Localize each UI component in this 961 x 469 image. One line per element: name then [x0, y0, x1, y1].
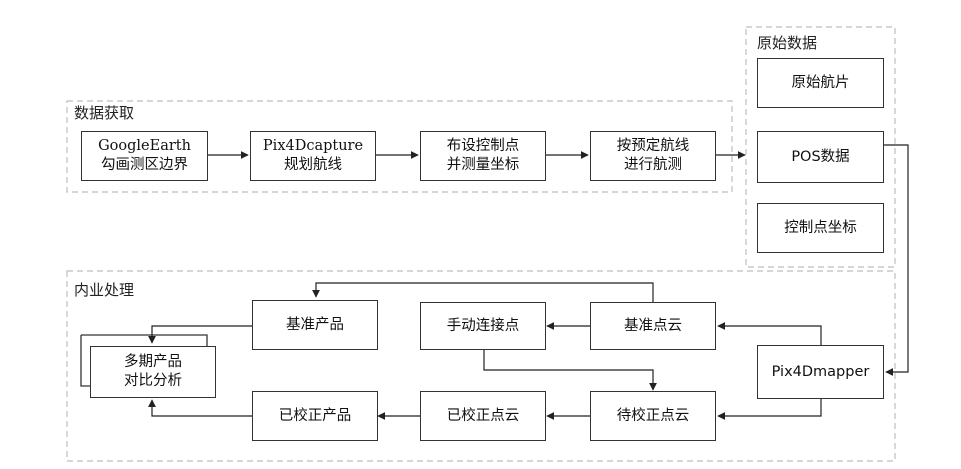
group-frame-processing — [66, 270, 896, 462]
node-raw-images: 原始航片 — [757, 58, 884, 108]
arrow-manual-tie-to-cloud-to-correct — [483, 350, 657, 391]
node-google-earth-line1: GoogleEarth — [98, 138, 191, 154]
arrow-mapper-to-ref-cloud — [717, 322, 822, 345]
node-corrected-cloud: 已校正点云 — [420, 391, 546, 441]
arrow-raw-to-mapper — [884, 144, 909, 376]
node-corrected-cloud-label: 已校正点云 — [446, 407, 520, 424]
node-reference-cloud-label: 基准点云 — [624, 317, 682, 334]
group-label-raw-data: 原始数据 — [757, 34, 818, 52]
node-raw-images-label: 原始航片 — [791, 74, 850, 91]
node-pix4dcapture-line1: Pix4Dcapture — [262, 138, 364, 154]
group-label-acquisition: 数据获取 — [74, 104, 135, 122]
node-corrected-product-label: 已校正产品 — [278, 407, 352, 424]
node-cloud-to-correct: 待校正点云 — [590, 391, 716, 441]
node-manual-tie-label: 手动连接点 — [446, 317, 520, 334]
node-control-points-setup: 布设控制点 并测量坐标 — [420, 131, 546, 181]
node-control-points-setup-line1: 布设控制点 — [446, 138, 520, 154]
node-pix4dmapper: Pix4Dmapper — [757, 345, 884, 399]
node-control-points-setup-line2: 并测量坐标 — [446, 157, 520, 173]
group-frame-acquisition — [66, 100, 733, 193]
node-multi-period-line1: 多期产品 — [124, 354, 182, 370]
arrow-ref-cloud-to-ref-product — [312, 282, 654, 302]
node-multi-period-line2: 对比分析 — [124, 373, 182, 389]
node-flight: 按预定航线 进行航测 — [590, 131, 716, 181]
node-control-coords-label: 控制点坐标 — [784, 219, 857, 236]
node-flight-line1: 按预定航线 — [616, 138, 690, 154]
node-reference-product-label: 基准产品 — [286, 316, 344, 333]
node-pos-data-label: POS数据 — [791, 148, 850, 165]
node-reference-cloud: 基准点云 — [590, 302, 716, 350]
node-google-earth-line2: 勾画测区边界 — [101, 157, 188, 173]
node-pos-data: POS数据 — [757, 131, 884, 183]
node-pix4dcapture: Pix4Dcapture 规划航线 — [250, 131, 376, 181]
node-corrected-product: 已校正产品 — [252, 391, 378, 441]
arrow-mapper-to-cloud-to-correct — [717, 399, 822, 420]
node-control-coords: 控制点坐标 — [757, 203, 884, 253]
node-reference-product: 基准产品 — [252, 300, 378, 350]
node-manual-tie: 手动连接点 — [420, 302, 546, 350]
group-label-processing: 内业处理 — [74, 281, 135, 299]
node-google-earth: GoogleEarth 勾画测区边界 — [81, 131, 208, 181]
node-multi-period-analysis: 多期产品 对比分析 — [90, 346, 216, 398]
stack-shadow — [80, 334, 208, 387]
arrow-corrected-product-to-analysis — [148, 399, 252, 417]
node-cloud-to-correct-label: 待校正点云 — [616, 407, 690, 424]
node-flight-line2: 进行航测 — [624, 157, 682, 173]
node-pix4dmapper-label: Pix4Dmapper — [771, 363, 870, 380]
node-pix4dcapture-line2: 规划航线 — [284, 157, 342, 173]
arrow-ref-product-to-analysis — [148, 325, 252, 344]
group-frame-raw-data — [745, 26, 896, 268]
